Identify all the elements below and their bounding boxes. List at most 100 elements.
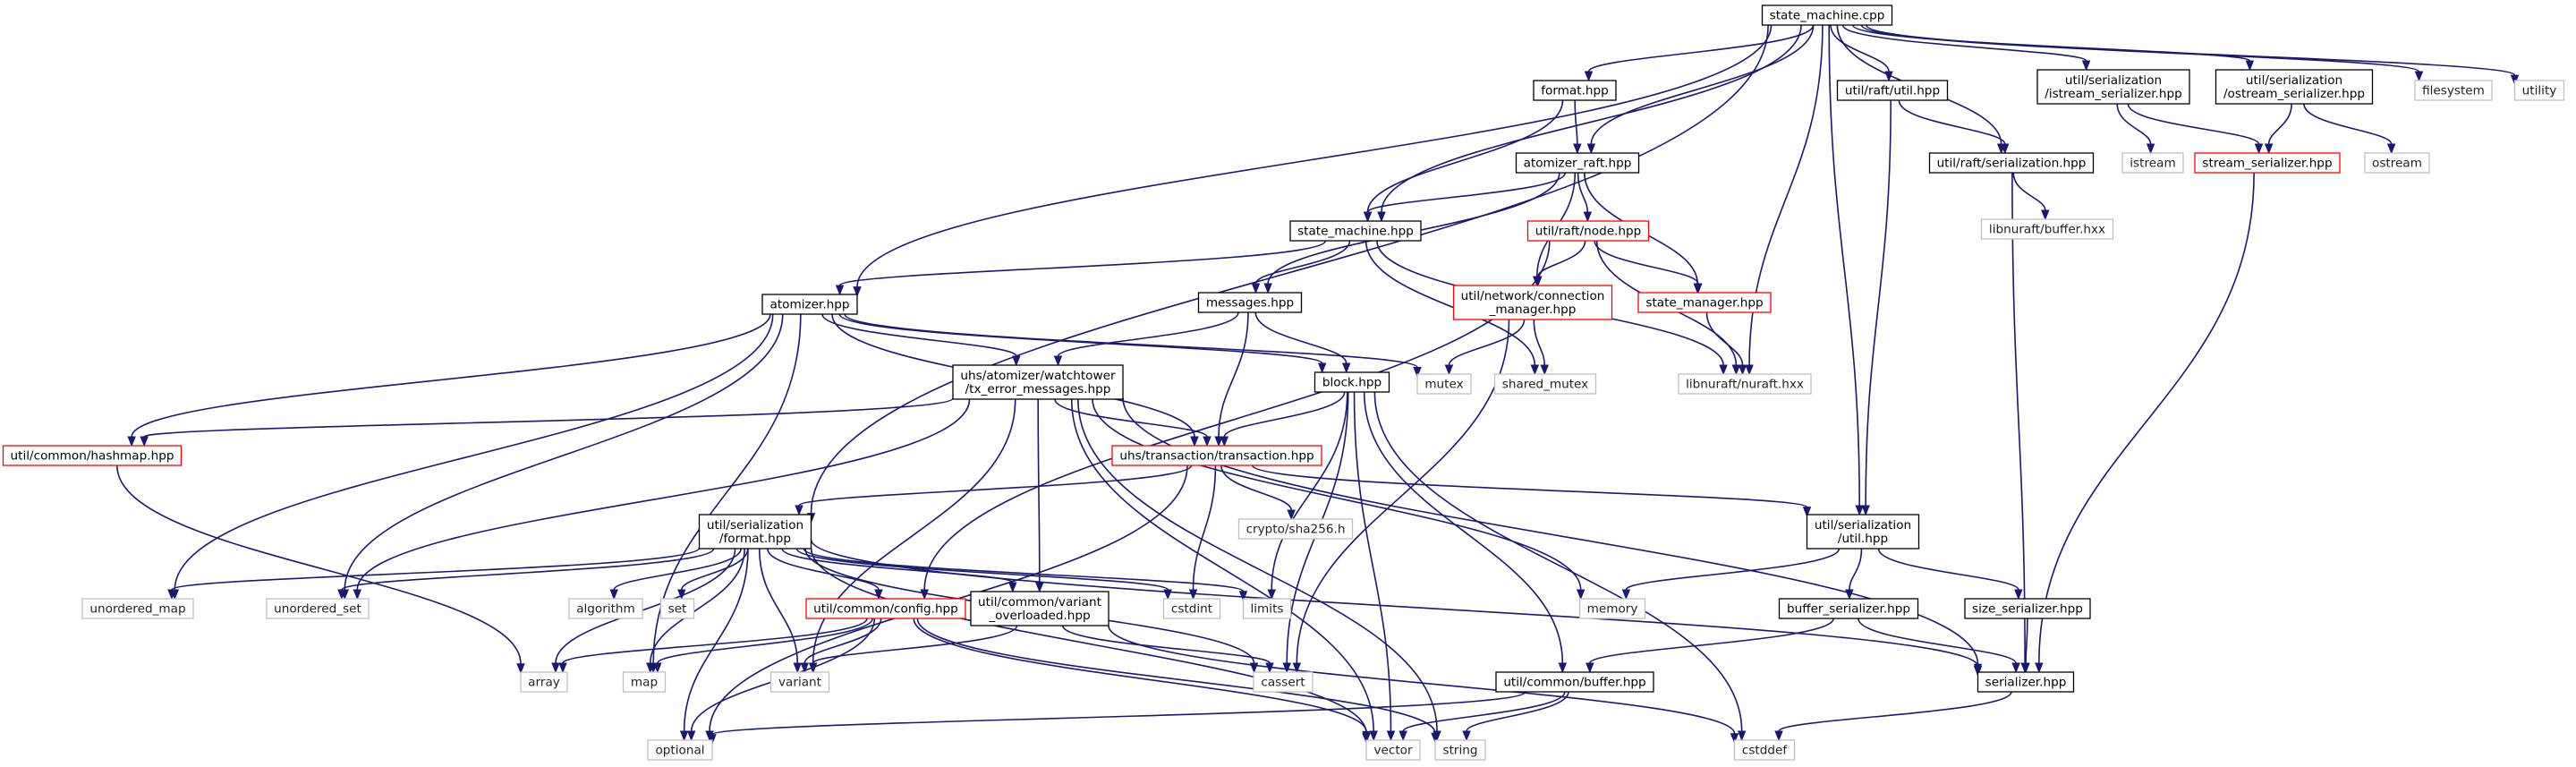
node-label: util/raft/util.hpp [1845, 84, 1940, 98]
arrowhead [686, 730, 696, 742]
node-label: state_machine.cpp [1770, 9, 1885, 23]
edge-ser-format-to-variant [758, 548, 799, 664]
node-conn-manager[interactable]: util/network/connection_manager.hpp [1452, 285, 1613, 320]
node-shared-mutex[interactable]: shared_mutex [1493, 373, 1597, 395]
node-box [1806, 514, 1920, 550]
arrowhead [2510, 74, 2520, 86]
node-optional[interactable]: optional [647, 739, 713, 761]
edge-raft-node-to-state-manager [1594, 240, 1699, 285]
node-algorithm[interactable]: algorithm [568, 598, 643, 619]
node-memory[interactable]: memory [1578, 598, 1646, 619]
edge-ser-format-to-optional [683, 548, 749, 732]
node-cstddef[interactable]: cstddef [1733, 739, 1796, 761]
node-stream-ser[interactable]: stream_serializer.hpp [2194, 152, 2341, 174]
node-sha256[interactable]: crypto/sha256.h [1237, 518, 1354, 540]
node-tx-error[interactable]: uhs/atomizer/watchtower/tx_error_message… [952, 364, 1124, 400]
node-string[interactable]: string [1434, 739, 1486, 761]
edge-transaction-to-sha256 [1220, 464, 1292, 511]
node-state-manager[interactable]: state_manager.hpp [1637, 292, 1772, 313]
node-serializer[interactable]: serializer.hpp [1977, 671, 2075, 693]
arrowhead [1737, 730, 1747, 742]
edge-size-ser-to-serializer [2025, 618, 2028, 664]
node-root[interactable]: state_machine.cpp [1761, 4, 1893, 26]
edge-state-machine-h-to-shared-mutex [1365, 240, 1536, 366]
node-box [2036, 69, 2190, 105]
arrowhead [1399, 730, 1407, 742]
node-istream[interactable]: istream [2121, 152, 2184, 174]
node-ostream[interactable]: ostream [2364, 152, 2430, 174]
arrowhead [1973, 665, 1983, 677]
arrowhead [1035, 582, 1044, 593]
node-cstdint[interactable]: cstdint [1162, 598, 1221, 619]
arrowhead [1584, 71, 1594, 82]
edge-tx-error-to-transaction [1054, 398, 1208, 438]
node-ostream-ser[interactable]: util/serialization/ostream_serializer.hp… [2215, 69, 2374, 105]
node-size-ser[interactable]: size_serializer.hpp [1964, 598, 2091, 619]
edge-ostream-ser-to-ostream [2303, 103, 2393, 145]
node-box [1678, 373, 1812, 395]
node-unordered-set[interactable]: unordered_set [266, 598, 370, 619]
node-messages[interactable]: messages.hpp [1197, 292, 1303, 313]
arrowhead [679, 730, 689, 742]
arrowhead [609, 589, 618, 601]
arrowhead [1745, 364, 1754, 376]
node-variant-overloaded[interactable]: util/common/variant_overloaded.hpp [970, 591, 1109, 626]
edge-ser-format-to-serializer [810, 539, 1979, 667]
node-atomizer[interactable]: atomizer.hpp [761, 294, 858, 315]
node-nuraft[interactable]: libnuraft/nuraft.hxx [1678, 373, 1812, 395]
node-atomizer-raft[interactable]: atomizer_raft.hpp [1515, 152, 1640, 174]
node-transaction[interactable]: uhs/transaction/transaction.hpp [1111, 445, 1322, 466]
node-state-machine-h[interactable]: state_machine.hpp [1289, 220, 1422, 242]
node-cassert[interactable]: cassert [1253, 671, 1314, 693]
edge-tx-error-to-string [1077, 398, 1438, 732]
arrowhead [1377, 211, 1386, 223]
node-buffer-ser[interactable]: buffer_serializer.hpp [1778, 598, 1919, 619]
node-limits[interactable]: limits [1242, 598, 1292, 619]
edge-root-to-istream-ser [1841, 24, 2087, 62]
node-label: buffer_serializer.hpp [1787, 602, 1910, 617]
node-format[interactable]: format.hpp [1533, 80, 1617, 101]
node-filesystem[interactable]: filesystem [2414, 80, 2493, 101]
node-box [1365, 739, 1421, 761]
node-istream-ser[interactable]: util/serialization/istream_serializer.hp… [2036, 69, 2190, 105]
arrowhead [1558, 662, 1568, 674]
node-config[interactable]: util/common/config.hpp [805, 598, 966, 619]
node-block[interactable]: block.hpp [1314, 371, 1390, 393]
arrowhead [2264, 143, 2274, 155]
edge-config-to-vector [913, 618, 1367, 732]
node-label: atomizer_raft.hpp [1524, 157, 1632, 171]
node-box [1162, 598, 1221, 619]
node-label: filesystem [2422, 84, 2485, 98]
node-nuraft-buffer[interactable]: libnuraft/buffer.hxx [1980, 218, 2114, 240]
node-map[interactable]: map [622, 671, 667, 693]
node-mutex[interactable]: mutex [1416, 373, 1472, 395]
node-raft-node[interactable]: util/raft/node.hpp [1526, 220, 1650, 242]
arrowhead [1386, 730, 1396, 742]
arrowhead [1738, 364, 1747, 376]
node-unordered-map[interactable]: unordered_map [81, 598, 194, 619]
node-utility[interactable]: utility [2513, 80, 2565, 101]
node-raft-serialization[interactable]: util/raft/serialization.hpp [1928, 152, 2095, 174]
node-box [647, 739, 713, 761]
arrowhead [1719, 364, 1728, 376]
node-label: format.hpp [1541, 84, 1609, 98]
edge-ostream-ser-to-stream-ser [2267, 103, 2292, 145]
node-vector[interactable]: vector [1365, 739, 1421, 761]
node-label: util/network/connection [1461, 289, 1605, 303]
node-set[interactable]: set [659, 598, 695, 619]
edge-common-buffer-to-optional [711, 691, 1526, 736]
edge-conn-manager-to-mutex [1448, 319, 1526, 366]
arrowhead [1214, 436, 1223, 447]
node-raft-util[interactable]: util/raft/util.hpp [1836, 80, 1949, 101]
arrowhead [853, 286, 862, 298]
node-array[interactable]: array [520, 671, 568, 693]
arrowhead [2081, 60, 2091, 72]
node-ser-format[interactable]: util/serialization/format.hpp [698, 514, 812, 550]
arrowhead [2000, 143, 2010, 155]
node-common-buffer[interactable]: util/common/buffer.hpp [1495, 671, 1654, 693]
node-hashmap[interactable]: util/common/hashmap.hpp [2, 445, 183, 466]
node-ser-util[interactable]: util/serialization/util.hpp [1806, 514, 1920, 550]
node-variant[interactable]: variant [769, 671, 830, 693]
node-label: memory [1587, 602, 1638, 617]
edge-config-to-array [562, 618, 868, 664]
